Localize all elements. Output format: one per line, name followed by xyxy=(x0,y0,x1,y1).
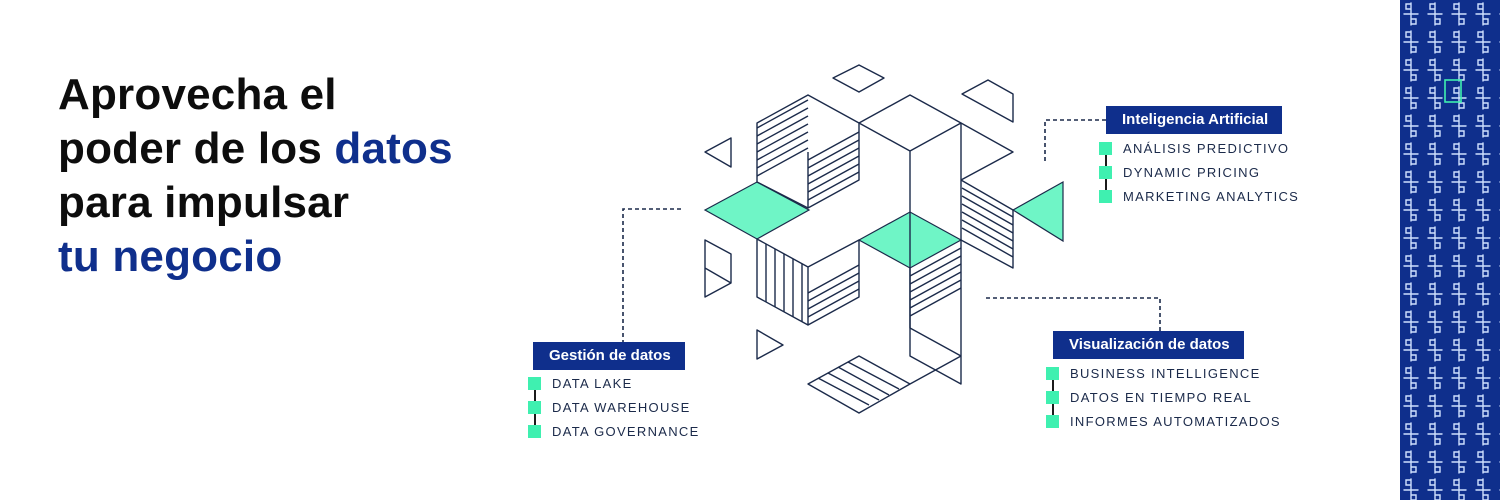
bracket-pattern-panel xyxy=(1400,0,1500,500)
item-label: DATOS EN TIEMPO REAL xyxy=(1070,390,1253,405)
headline-line-2: poder de los datos xyxy=(58,122,453,176)
small-triangle-left xyxy=(704,137,732,168)
headline-line-1: Aprovecha el xyxy=(58,70,337,119)
headline-line-2-text: poder de los xyxy=(58,124,335,173)
category-title-viz: Visualización de datos xyxy=(1053,331,1244,359)
mint-rhombus-left xyxy=(703,181,811,240)
item-label: MARKETING ANALYTICS xyxy=(1123,189,1300,204)
bullet-icon xyxy=(1046,415,1059,428)
headline-accent-datos: datos xyxy=(334,124,453,173)
small-triangle-lower-left xyxy=(756,329,784,360)
item-label: DYNAMIC PRICING xyxy=(1123,165,1261,180)
headline: Aprovecha el poder de los datos para imp… xyxy=(58,68,453,284)
connector-gestion xyxy=(622,208,681,343)
connector-lines xyxy=(622,119,1161,343)
category-visualizacion-de-datos: Visualización de datos BUSINESS INTELLIG… xyxy=(1046,331,1280,429)
upper-left-block xyxy=(756,94,860,209)
bullet-icon xyxy=(528,425,541,438)
bullet-icon xyxy=(528,377,541,390)
lower-left-block xyxy=(756,238,860,326)
small-shape-mid-left xyxy=(704,239,732,298)
small-rhombus-top xyxy=(832,64,885,93)
category-title-gestion: Gestión de datos xyxy=(533,342,685,370)
small-triangle-top-right xyxy=(961,79,1014,123)
item-label: DATA LAKE xyxy=(552,376,633,391)
category-gestion-de-datos: Gestión de datos DATA LAKE DATA WAREHOUS… xyxy=(528,342,698,439)
wireframe-shapes xyxy=(704,64,1014,414)
bracket-pattern-icon xyxy=(1400,0,1500,500)
category-inteligencia-artificial: Inteligencia Artificial ANÁLISIS PREDICT… xyxy=(1099,106,1298,204)
item-label: BUSINESS INTELLIGENCE xyxy=(1070,366,1261,381)
bullet-icon xyxy=(1099,190,1112,203)
connector-ia xyxy=(1044,119,1106,162)
item-label: INFORMES AUTOMATIZADOS xyxy=(1070,414,1281,429)
right-block xyxy=(960,179,1014,269)
isometric-cubes-illustration xyxy=(622,64,1161,414)
connector-viz xyxy=(986,297,1161,331)
right-diagonals xyxy=(960,122,1014,181)
central-column xyxy=(858,94,962,385)
lower-center-block xyxy=(909,268,962,357)
headline-accent-tu-negocio: tu negocio xyxy=(58,232,283,281)
bullet-icon xyxy=(1099,166,1112,179)
bullet-icon xyxy=(528,401,541,414)
category-title-ia: Inteligencia Artificial xyxy=(1106,106,1283,134)
hatch-lines xyxy=(756,99,1014,406)
bullet-icon xyxy=(1046,391,1059,404)
bullet-icon xyxy=(1046,367,1059,380)
bottom-base-slab xyxy=(807,355,962,414)
item-label: DATA WAREHOUSE xyxy=(552,400,691,415)
bullet-icon xyxy=(1099,142,1112,155)
item-label: ANÁLISIS PREDICTIVO xyxy=(1123,141,1290,156)
item-label: DATA GOVERNANCE xyxy=(552,424,700,439)
headline-line-3: para impulsar xyxy=(58,178,350,227)
mint-triangle-right xyxy=(1011,180,1064,243)
